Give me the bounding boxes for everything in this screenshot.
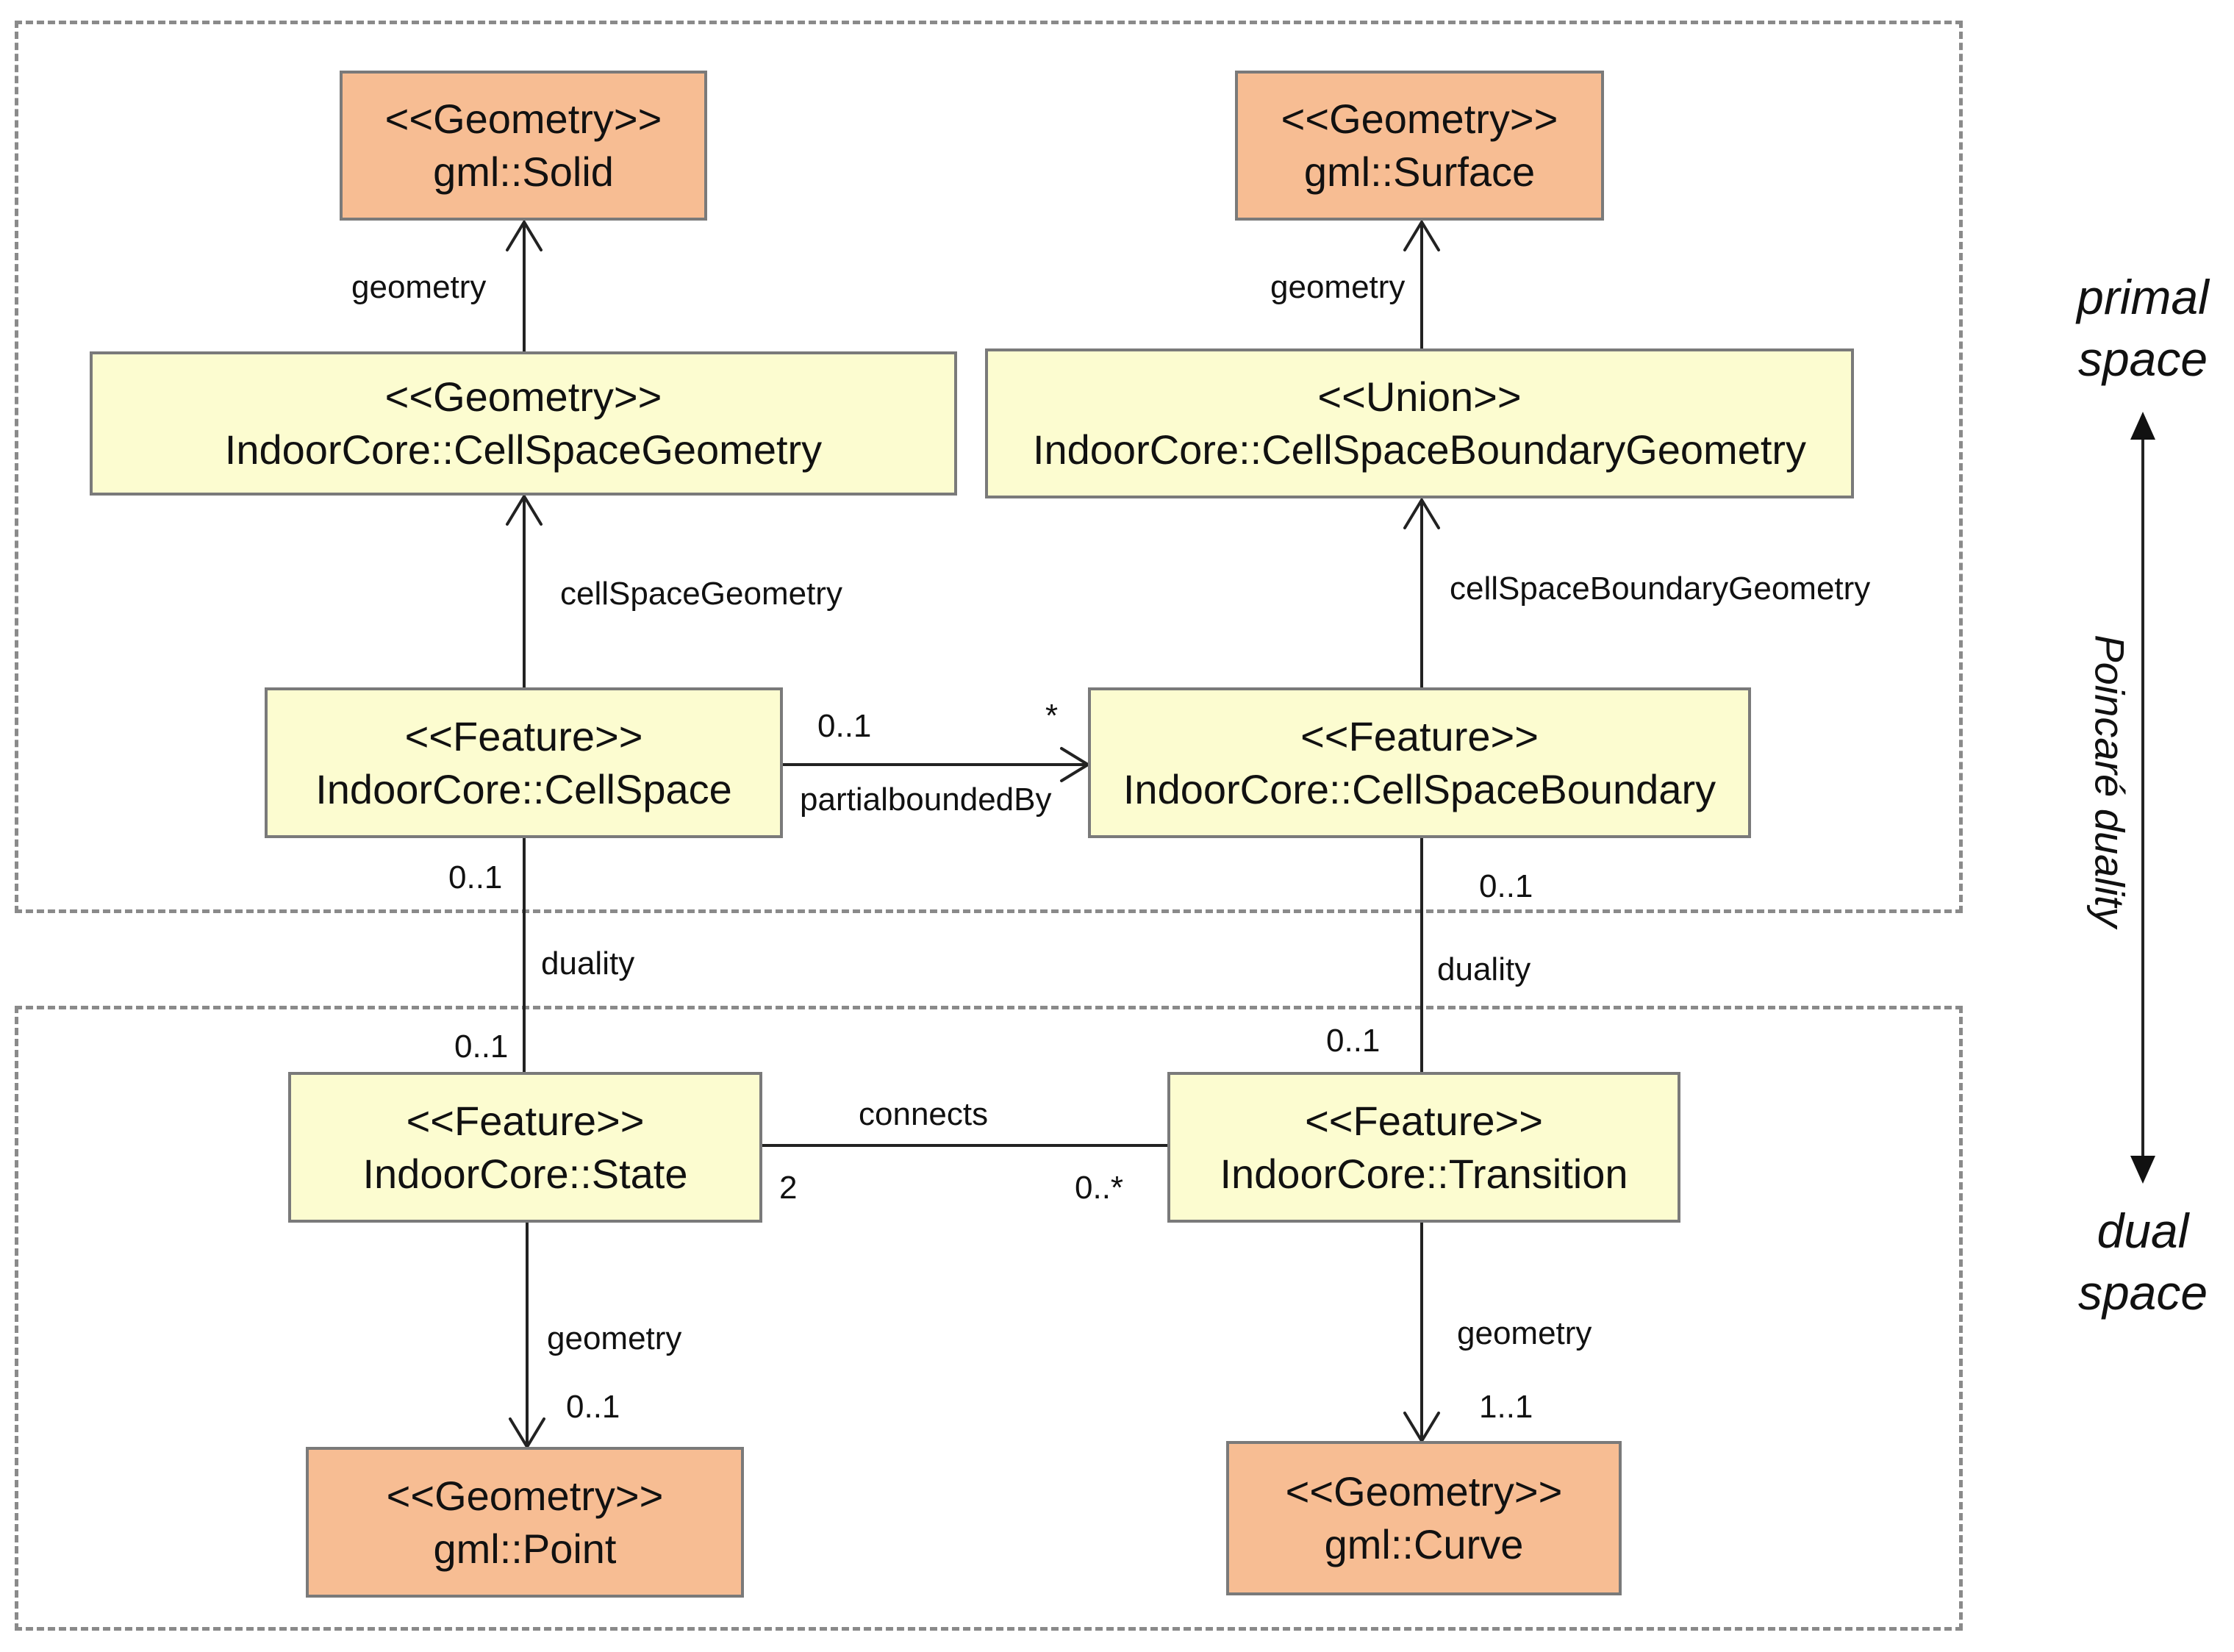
class-stereotype: <<Feature>> — [406, 1097, 645, 1144]
class-name: gml::Point — [433, 1525, 617, 1572]
multiplicity-label: 0..1 — [1479, 868, 1533, 904]
primal-space-frame — [15, 21, 1963, 913]
dual-space-frame — [15, 1006, 1963, 1631]
role-label: duality — [541, 945, 635, 981]
class-stereotype: <<Geometry>> — [1285, 1468, 1563, 1515]
class-gml-surface: <<Geometry>> gml::Surface — [1235, 71, 1604, 221]
class-name: IndoorCore::Transition — [1220, 1150, 1628, 1197]
multiplicity-label: 0..1 — [566, 1389, 620, 1425]
class-stereotype: <<Geometry>> — [1281, 96, 1558, 142]
class-state: <<Feature>> IndoorCore::State — [288, 1072, 762, 1223]
class-stereotype: <<Feature>> — [1305, 1097, 1543, 1144]
multiplicity-label: 0..1 — [448, 859, 503, 895]
assoc-cs-csg-arrowhead — [506, 495, 543, 526]
role-label: geometry — [351, 269, 487, 305]
role-label: partialboundedBy — [800, 782, 1052, 818]
assoc-csg-solid-arrowhead — [506, 221, 543, 251]
class-cellspace-geometry: <<Geometry>> IndoorCore::CellSpaceGeomet… — [90, 351, 957, 496]
dual-space-line1: dual — [2097, 1204, 2189, 1258]
multiplicity-label: 0..1 — [1326, 1023, 1381, 1059]
class-name: gml::Curve — [1324, 1521, 1524, 1567]
class-cellspace-boundary-geometry: <<Union>> IndoorCore::CellSpaceBoundaryG… — [985, 348, 1854, 498]
class-cellspace: <<Feature>> IndoorCore::CellSpace — [265, 687, 783, 838]
dual-space-line2: space — [2077, 1265, 2208, 1320]
duality-arrow-up-head — [2130, 412, 2155, 440]
role-label: connects — [859, 1096, 989, 1132]
class-gml-solid: <<Geometry>> gml::Solid — [340, 71, 707, 221]
class-name: gml::Surface — [1303, 149, 1536, 195]
poincare-duality-label: Poincaré duality — [2086, 634, 2133, 928]
class-name: IndoorCore::CellSpaceGeometry — [224, 426, 823, 473]
multiplicity-label: 0..* — [1075, 1170, 1124, 1206]
primal-space-label: primal space — [2047, 266, 2234, 390]
class-stereotype: <<Geometry>> — [384, 96, 662, 142]
class-stereotype: <<Feature>> — [1300, 712, 1539, 759]
class-transition: <<Feature>> IndoorCore::Transition — [1167, 1072, 1680, 1223]
role-label: cellSpaceGeometry — [560, 576, 842, 612]
class-stereotype: <<Union>> — [1317, 373, 1522, 420]
multiplicity-label: 2 — [779, 1170, 798, 1206]
class-name: gml::Solid — [433, 149, 614, 195]
assoc-csb-csbg-arrowhead — [1403, 498, 1440, 529]
multiplicity-label: 0..1 — [454, 1029, 509, 1065]
multiplicity-label: 0..1 — [817, 708, 872, 744]
role-label: cellSpaceBoundaryGeometry — [1450, 571, 1871, 607]
primal-space-line1: primal — [2077, 270, 2209, 324]
role-label: geometry — [1270, 269, 1406, 305]
class-gml-curve: <<Geometry>> gml::Curve — [1226, 1441, 1622, 1595]
class-stereotype: <<Geometry>> — [384, 373, 662, 420]
class-name: IndoorCore::State — [362, 1150, 688, 1197]
class-cellspace-boundary: <<Feature>> IndoorCore::CellSpaceBoundar… — [1088, 687, 1751, 838]
class-gml-point: <<Geometry>> gml::Point — [306, 1447, 744, 1598]
multiplicity-label: * — [1045, 698, 1059, 734]
dual-space-label: dual space — [2047, 1200, 2234, 1323]
class-stereotype: <<Feature>> — [404, 712, 643, 759]
class-stereotype: <<Geometry>> — [386, 1472, 664, 1519]
duality-arrow-down-head — [2130, 1156, 2155, 1184]
assoc-csbg-surface-arrowhead — [1403, 221, 1440, 251]
role-label: duality — [1437, 951, 1531, 987]
class-name: IndoorCore::CellSpaceBoundary — [1123, 765, 1716, 812]
primal-space-line2: space — [2077, 332, 2208, 386]
role-label: geometry — [547, 1320, 682, 1356]
role-label: geometry — [1457, 1315, 1592, 1351]
class-name: IndoorCore::CellSpaceBoundaryGeometry — [1032, 426, 1807, 473]
class-name: IndoorCore::CellSpace — [315, 765, 732, 812]
multiplicity-label: 1..1 — [1479, 1389, 1533, 1425]
